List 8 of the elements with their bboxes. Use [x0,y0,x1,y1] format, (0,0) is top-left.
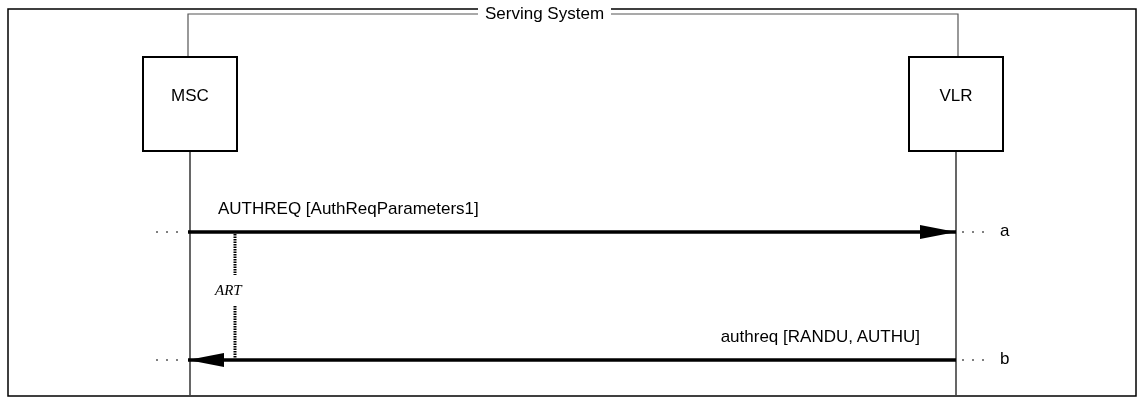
message-arrow [188,353,956,367]
message-arrow [188,225,956,239]
group-title: Serving System [478,4,612,24]
timer-label: ART [215,282,242,299]
entity-name: MSC [171,86,209,107]
entity-name: VLR [939,86,973,107]
message-label: AUTHREQ [AuthReqParameters1] [218,199,479,219]
message-label: authreq [RANDU, AUTHU] [720,327,920,347]
